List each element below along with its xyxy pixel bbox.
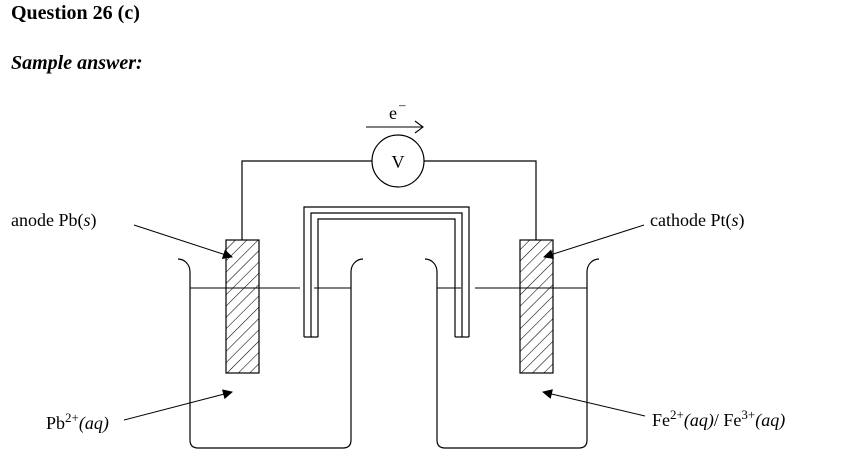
external-wire [241,160,537,240]
left-solution-pointer [123,389,233,421]
question-heading: Question 26 (c) [11,2,140,24]
left-beaker [177,258,364,449]
cathode-electrode [519,239,554,374]
right-beaker [424,258,600,449]
anode-electrode [225,239,260,374]
salt-bridge [303,206,470,338]
electron-symbol: e [389,103,397,123]
anode-label: anode Pb(s) [11,210,97,231]
electron-charge: – [398,97,406,112]
cathode-pointer [543,224,645,260]
sample-answer-heading: Sample answer: [11,52,143,74]
anode-pointer [133,224,233,259]
electron-flow-arrow: e – [366,97,424,134]
left-solution-label: Pb2+(aq) [46,410,109,434]
voltmeter-label: V [392,152,405,172]
right-solution-label: Fe2+(aq)/ Fe3+(aq) [652,407,785,431]
voltmeter: V [371,134,425,188]
cathode-label: cathode Pt(s) [650,210,745,231]
right-solution-pointer [542,389,646,417]
